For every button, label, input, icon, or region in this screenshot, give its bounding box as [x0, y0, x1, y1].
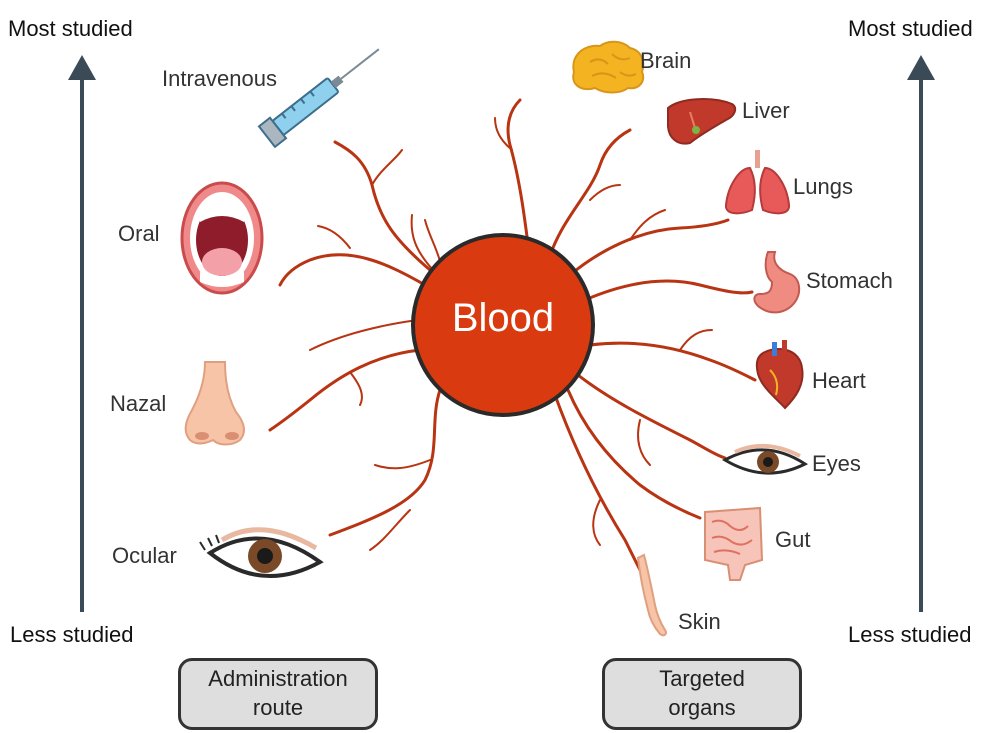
organ-label-liver: Liver — [742, 100, 790, 122]
right-bottom-axis-label: Less studied — [848, 624, 972, 646]
administration-route-caption: Administration route — [178, 658, 378, 730]
heart-icon — [757, 340, 803, 408]
organ-label-heart: Heart — [812, 370, 866, 392]
route-label-oral: Oral — [118, 223, 160, 245]
organ-label-eyes: Eyes — [812, 453, 861, 475]
lungs-icon — [726, 150, 789, 213]
brain-icon — [573, 42, 643, 93]
left-bottom-axis-label: Less studied — [10, 624, 134, 646]
syringe-icon — [259, 39, 387, 147]
gut-icon — [705, 508, 762, 580]
liver-icon — [668, 99, 735, 144]
eye-icon — [200, 530, 320, 576]
targeted-organs-caption: Targeted organs — [602, 658, 802, 730]
arm-skin-icon — [638, 555, 666, 635]
stomach-icon — [754, 252, 799, 312]
route-label-nazal: Nazal — [110, 393, 166, 415]
mouth-icon — [182, 183, 262, 293]
targeted-organs-caption-text: Targeted organs — [647, 665, 757, 722]
nose-icon — [186, 362, 244, 445]
route-label-intravenous: Intravenous — [162, 68, 277, 90]
organ-label-gut: Gut — [775, 529, 810, 551]
left-study-arrow — [68, 55, 96, 612]
eyes-icon — [725, 446, 805, 473]
right-top-axis-label: Most studied — [848, 18, 973, 40]
right-study-arrow — [907, 55, 935, 612]
organ-label-lungs: Lungs — [793, 176, 853, 198]
organ-label-brain: Brain — [640, 50, 691, 72]
blood-label: Blood — [418, 298, 588, 338]
administration-route-caption-text: Administration route — [203, 665, 353, 722]
left-top-axis-label: Most studied — [8, 18, 133, 40]
organ-label-stomach: Stomach — [806, 270, 893, 292]
organ-label-skin: Skin — [678, 611, 721, 633]
route-label-ocular: Ocular — [112, 545, 177, 567]
